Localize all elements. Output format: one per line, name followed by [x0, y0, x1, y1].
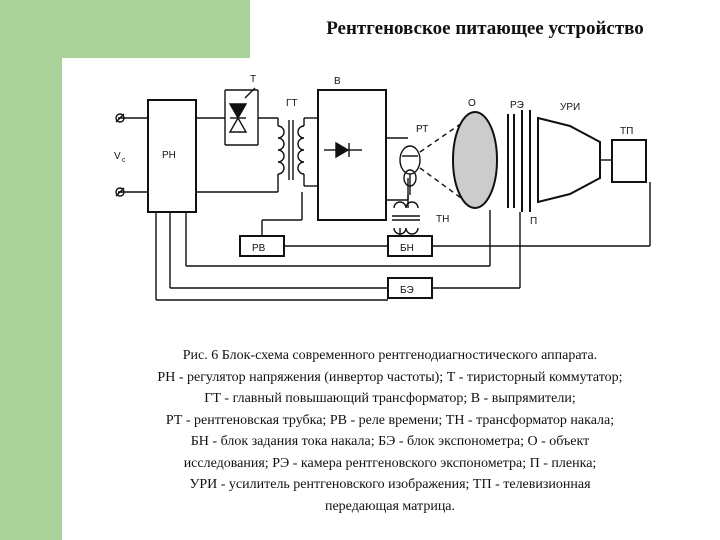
filament-current-label: БН [400, 243, 414, 254]
thyristor-symbol [196, 87, 278, 193]
intensifier-label: УРИ [560, 102, 580, 113]
exposure-chamber-plates [507, 110, 531, 212]
slide-title: Рентгеновское питающее устройство [326, 18, 644, 39]
figure-caption: Рис. 6 Блок-схема современного рентгенод… [70, 345, 710, 517]
green-sidebar [0, 0, 62, 540]
filament-transformer-label: ТН [436, 214, 449, 225]
rectifier-block [317, 89, 387, 221]
xray-beam [419, 115, 473, 207]
tv-matrix-block [611, 139, 647, 183]
input-voltage-label: V [114, 151, 121, 162]
object-label: О [468, 98, 476, 109]
green-header-band [62, 0, 250, 58]
block-diagram: V c РН Т [90, 60, 690, 350]
caption-line: УРИ - усилитель рентгеновского изображен… [189, 477, 591, 492]
thyristor-label: Т [250, 74, 256, 85]
caption-line: ГТ - главный повышающий трансформатор; В… [204, 391, 576, 406]
regulator-block [147, 99, 197, 213]
film-label: П [530, 216, 537, 227]
filament-transformer-symbol [392, 195, 420, 236]
xray-tube-symbol [399, 145, 421, 195]
caption-line: Рис. 6 Блок-схема современного рентгенод… [182, 348, 598, 363]
exposure-chamber-label: РЭ [510, 100, 524, 111]
main-transformer-symbol [258, 117, 318, 192]
regulator-label: РН [162, 150, 176, 161]
input-voltage-subscript: c [122, 157, 126, 164]
rectifier-label: В [334, 76, 341, 87]
input-terminals [115, 113, 148, 197]
caption-line: передающая матрица. [324, 498, 456, 514]
caption-line: РН - регулятор напряжения (инвертор част… [157, 369, 623, 385]
tv-matrix-label: ТП [620, 126, 633, 137]
caption-line: исследования; РЭ - камера рентгеновского… [183, 455, 597, 471]
xray-tube-label: РТ [416, 124, 428, 135]
control-wiring [155, 182, 651, 301]
time-relay-label: РВ [252, 243, 266, 254]
diode-symbol [324, 141, 362, 159]
main-transformer-label: ГТ [286, 98, 298, 109]
caption-line: РТ - рентгеновская трубка; РВ - реле вре… [165, 412, 615, 428]
intensifier-shape [537, 116, 601, 204]
object-ellipse [452, 111, 498, 209]
caption-line: БН - блок задания тока накала; БЭ - блок… [190, 434, 590, 449]
exposure-meter-label: БЭ [400, 285, 414, 296]
